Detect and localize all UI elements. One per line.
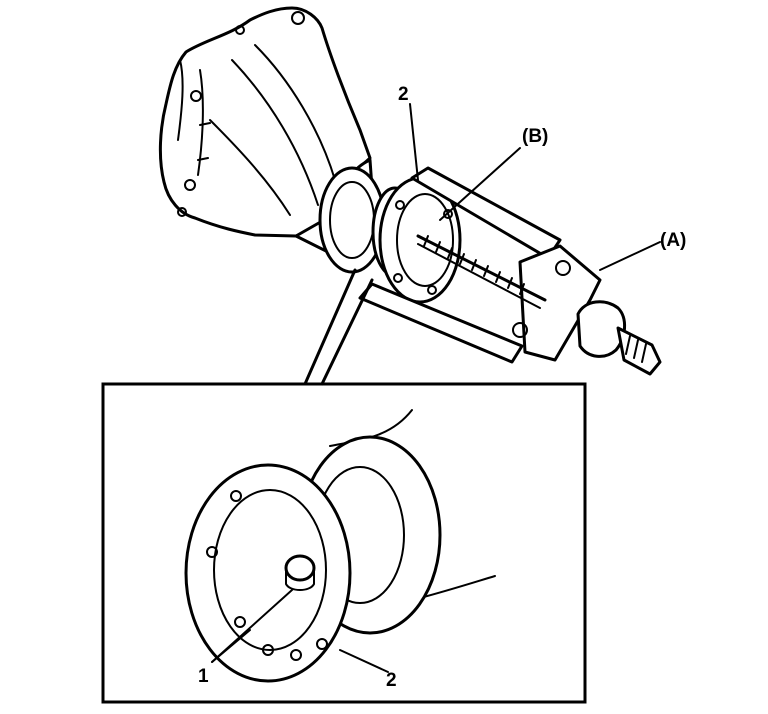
- leader-line-1b: [211, 629, 251, 663]
- leader-line-a: [599, 241, 661, 271]
- leader-line-b: [439, 147, 521, 221]
- label-tool-b: (B): [522, 126, 548, 147]
- detail-bearing-retainer: [184, 463, 352, 683]
- label-tool-a: (A): [660, 230, 686, 251]
- label-part-2-detail: 2: [386, 670, 397, 691]
- threaded-spindle: [416, 234, 547, 309]
- bearing-retainer: [378, 176, 462, 304]
- callout-line-right: [320, 278, 374, 386]
- puller-frame: [358, 166, 662, 376]
- leader-line-2-detail: [339, 649, 389, 673]
- leader-line-2-top: [409, 103, 419, 181]
- detail-box: [101, 382, 587, 704]
- label-part-2-top: 2: [398, 84, 409, 105]
- callout-line-left: [303, 268, 357, 386]
- label-part-1-detail: 1: [198, 666, 209, 687]
- detail-shaft-end: [284, 554, 316, 591]
